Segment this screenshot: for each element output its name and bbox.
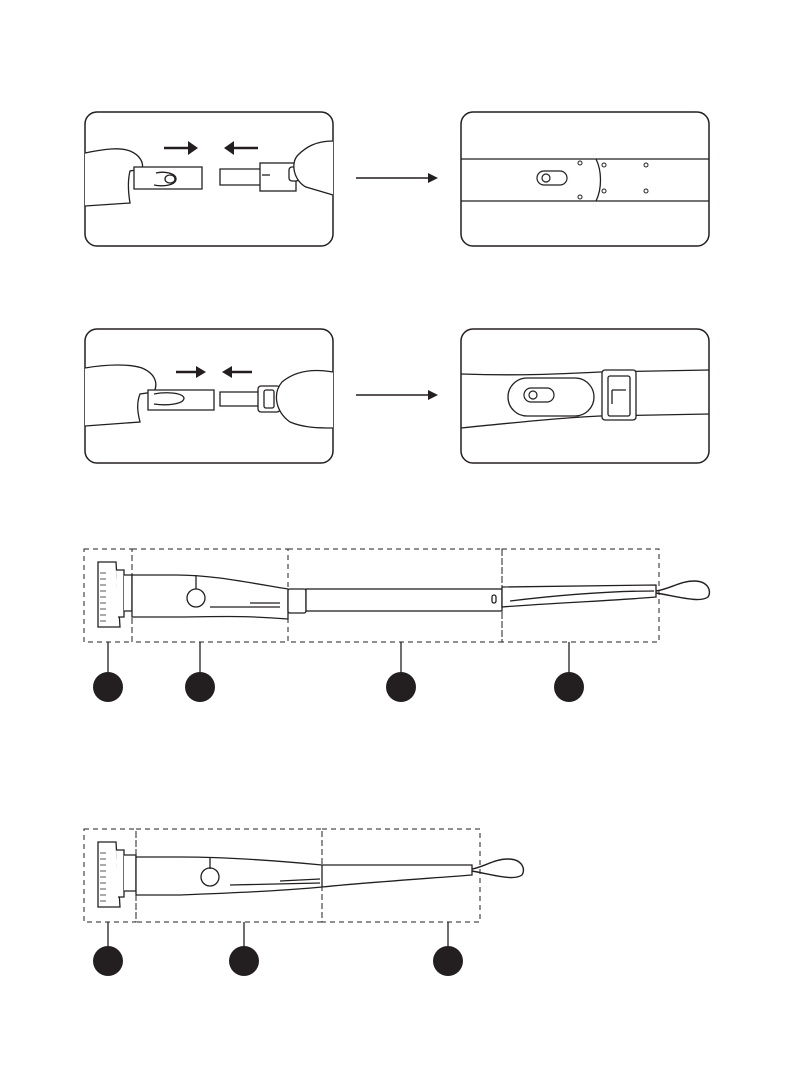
brush-head-icon-2	[98, 842, 136, 907]
callout-badge-6	[229, 946, 259, 976]
step-1-after-panel	[460, 111, 710, 247]
handle-section-2	[136, 857, 472, 895]
handle-section	[132, 575, 288, 619]
callout-badge-7	[433, 946, 463, 976]
step-2-before-panel	[84, 328, 334, 464]
callout-badge-1	[93, 672, 123, 702]
step-1-arrow-icon	[354, 171, 440, 185]
callout-badge-3	[386, 672, 416, 702]
step-2-arrow-icon	[354, 388, 440, 402]
callout-badge-5	[93, 946, 123, 976]
step-2-after-panel	[460, 328, 710, 464]
brush-head-icon	[98, 562, 132, 627]
extension-pole	[306, 589, 502, 611]
tail-section	[502, 585, 656, 607]
step-1-before-panel	[84, 111, 334, 247]
short-assembly	[80, 825, 540, 970]
callout-badge-4	[554, 672, 584, 702]
wrist-strap-icon	[656, 581, 709, 600]
callout-badge-2	[185, 672, 215, 702]
